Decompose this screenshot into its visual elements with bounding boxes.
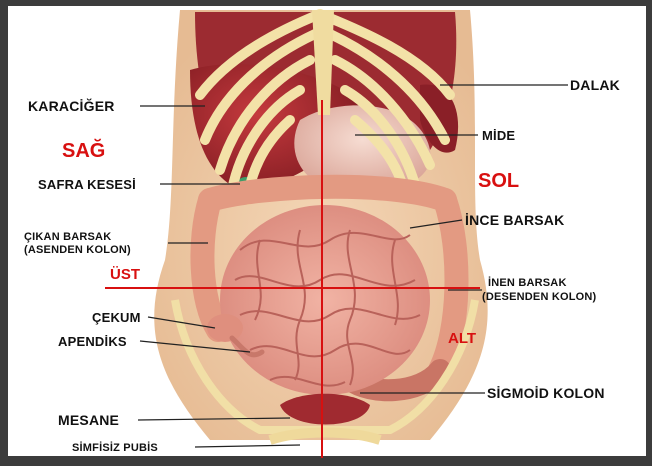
label-mesane: MESANE xyxy=(58,412,119,428)
label-apendiks: APENDİKS xyxy=(58,334,127,349)
label-cekum: ÇEKUM xyxy=(92,310,141,325)
label-inen-barsak-1: İNEN BARSAK xyxy=(488,277,567,289)
label-inen-barsak-2: (DESENDEN KOLON) xyxy=(482,291,596,303)
direction-sag: SAĞ xyxy=(62,140,105,163)
transverse-colon xyxy=(210,187,445,200)
label-dalak: DALAK xyxy=(570,77,620,93)
direction-ust: ÜST xyxy=(110,266,140,283)
label-sigmoid-kolon: SİGMOİD KOLON xyxy=(487,385,605,401)
direction-sol: SOL xyxy=(478,170,519,193)
label-safra-kesesi: SAFRA KESESİ xyxy=(38,177,136,192)
label-simfisiz-pubis: SİMFİSİZ PUBİS xyxy=(72,442,158,454)
label-ince-barsak: İNCE BARSAK xyxy=(465,212,564,228)
direction-alt: ALT xyxy=(448,330,476,347)
label-cikan-barsak-1: ÇIKAN BARSAK xyxy=(24,231,111,243)
label-cikan-barsak-2: (ASENDEN KOLON) xyxy=(24,244,131,256)
label-karaciger: KARACİĞER xyxy=(28,98,115,114)
label-mide: MİDE xyxy=(482,128,515,143)
